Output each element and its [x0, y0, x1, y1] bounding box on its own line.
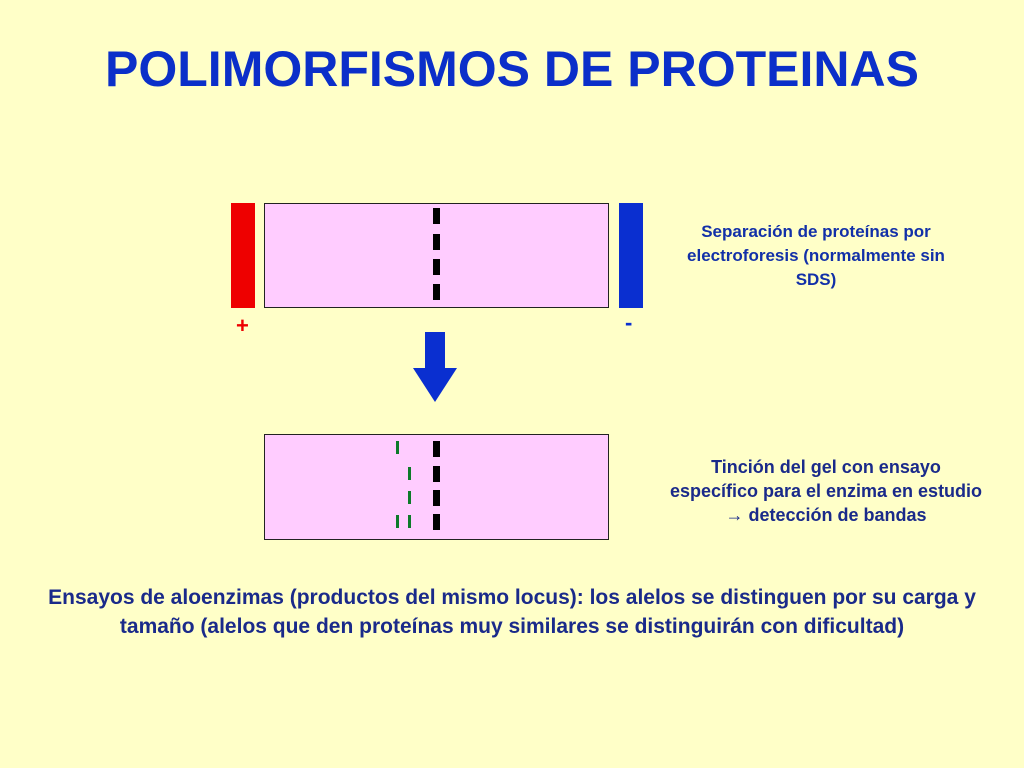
slide-title: POLIMORFISMOS DE PROTEINAS	[105, 41, 919, 97]
detected-band	[396, 441, 399, 454]
down-arrow-icon	[413, 332, 457, 402]
detected-band	[408, 467, 411, 480]
sample-band	[433, 441, 440, 457]
sample-band	[433, 490, 440, 506]
sample-band	[433, 284, 440, 300]
separation-caption: Separación de proteínas por electrofores…	[687, 222, 945, 289]
negative-sign: -	[625, 310, 633, 335]
electrophoresis-gel	[264, 203, 609, 308]
staining-caption: Tinción del gel con ensayo específico pa…	[669, 457, 983, 525]
positive-sign: +	[236, 313, 249, 338]
detected-band	[396, 515, 399, 528]
stained-gel	[264, 434, 609, 540]
sample-band	[433, 208, 440, 224]
sample-band	[433, 466, 440, 482]
detected-band	[408, 515, 411, 528]
sample-band	[433, 234, 440, 250]
conclusion-text: Ensayos de aloenzimas (productos del mis…	[48, 586, 976, 638]
sample-band	[433, 514, 440, 530]
positive-electrode	[231, 203, 255, 308]
detected-band	[408, 491, 411, 504]
negative-electrode	[619, 203, 643, 308]
sample-band	[433, 259, 440, 275]
